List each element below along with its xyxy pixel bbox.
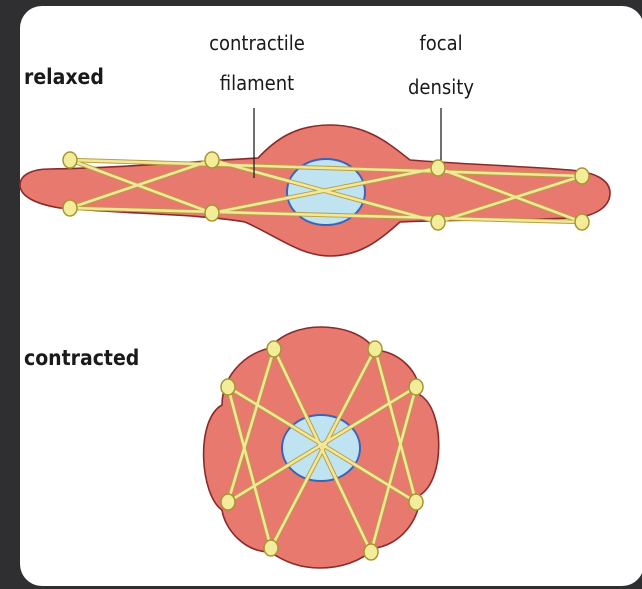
focal-density — [63, 152, 77, 168]
focal-density — [205, 152, 219, 168]
contracted-cell — [204, 327, 439, 568]
contracted-label: contracted — [24, 346, 139, 370]
relaxed-cell — [20, 108, 610, 256]
focal-density — [409, 379, 423, 395]
focal-density — [221, 494, 235, 510]
focal-label-line1: focal — [419, 31, 462, 55]
focal-density — [264, 540, 278, 556]
relaxed-label: relaxed — [24, 65, 104, 89]
focal-density — [431, 160, 445, 176]
focal-density — [63, 200, 77, 216]
focal-density — [368, 341, 382, 357]
focal-density — [409, 494, 423, 510]
focal-density — [575, 168, 589, 184]
focal-density — [221, 379, 235, 395]
focal-density — [431, 214, 445, 230]
focal-density — [575, 214, 589, 230]
filament-label-line2: filament — [220, 71, 294, 95]
focal-density — [205, 205, 219, 221]
focal-density — [364, 544, 378, 560]
focal-density — [267, 341, 281, 357]
focal-label-line2: density — [408, 75, 474, 99]
filament-label-line1: contractile — [209, 31, 305, 55]
